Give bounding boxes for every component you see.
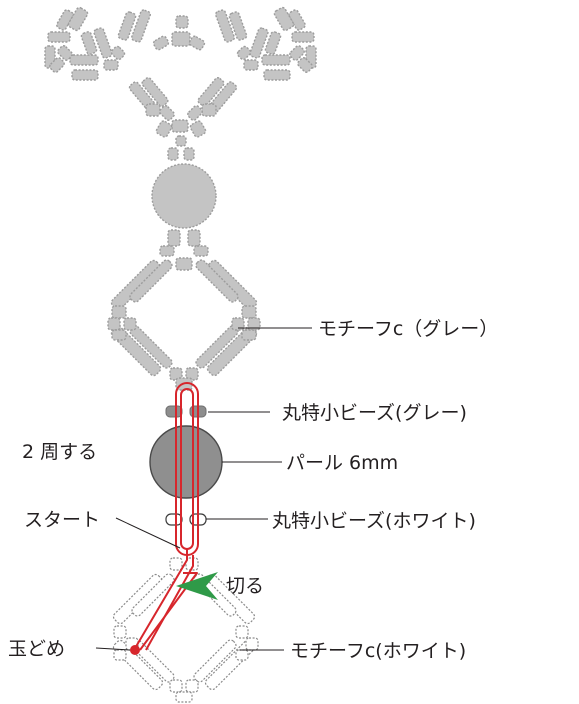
label-motif-white: モチーフc(ホワイト) bbox=[290, 640, 466, 662]
small-gray-beads bbox=[165, 405, 207, 418]
pearl-6mm bbox=[149, 425, 223, 499]
label-motif-gray: モチーフc（グレー） bbox=[318, 318, 498, 340]
label-loop-twice: 2 周する bbox=[22, 441, 97, 463]
label-small-bead-gray: 丸特小ビーズ(グレー) bbox=[282, 402, 467, 424]
thread-path bbox=[133, 382, 199, 651]
label-pearl: パール 6mm bbox=[286, 452, 398, 474]
label-start: スタート bbox=[24, 509, 100, 531]
small-white-beads bbox=[165, 513, 207, 526]
leader-knot bbox=[95, 647, 131, 651]
leader-start bbox=[115, 517, 181, 549]
knot-marker bbox=[130, 645, 140, 655]
label-cut: 切る bbox=[226, 575, 264, 597]
label-knot: 玉どめ bbox=[8, 638, 65, 660]
cut-arrow bbox=[176, 572, 218, 600]
gray-motif-top bbox=[44, 6, 317, 391]
label-small-bead-white: 丸特小ビーズ(ホワイト) bbox=[272, 510, 476, 532]
